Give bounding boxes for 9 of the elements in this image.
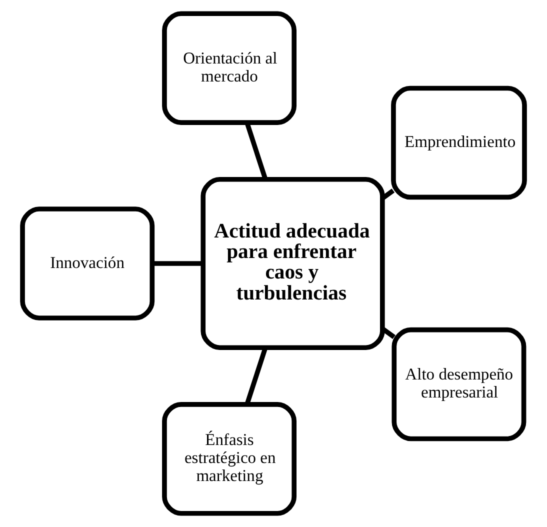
node-box: Actitud adecuada para enfrentar caos y turbulencias [200,176,385,350]
node-box: Innovación [20,206,155,320]
node-box: Alto desempeño empresarial [392,327,526,442]
node-box: Orientación al mercado [162,11,297,125]
connector [244,122,268,180]
node-box: Énfasis estratégico en marketing [162,402,297,516]
connector [244,347,268,405]
node-box: Emprendimiento [391,86,527,200]
connector [152,261,203,266]
